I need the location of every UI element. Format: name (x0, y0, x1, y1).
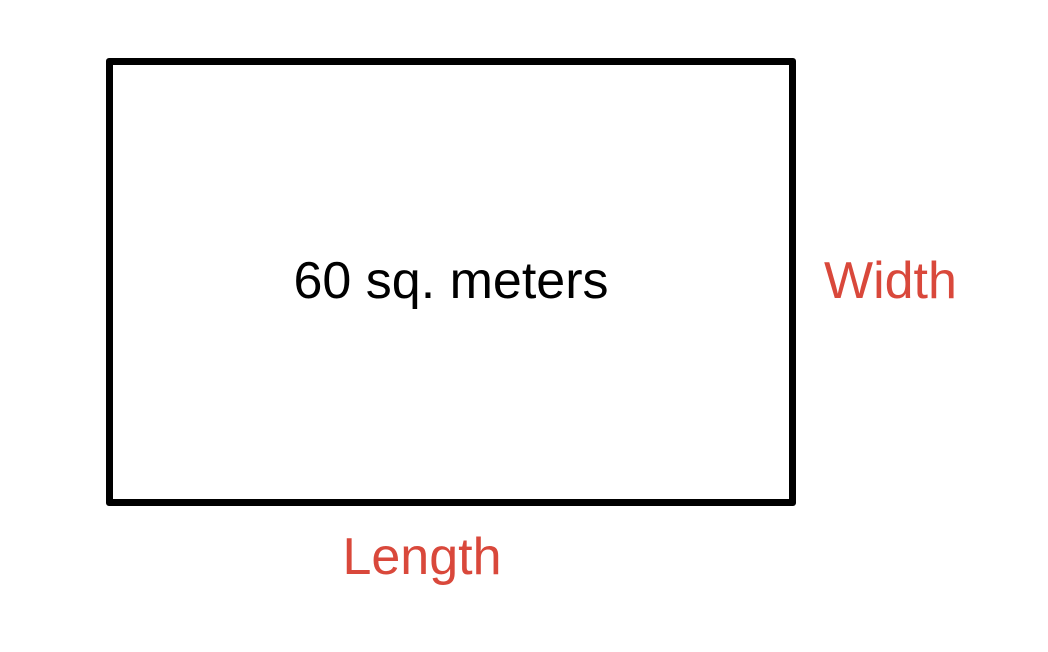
area-label: 60 sq. meters (293, 252, 609, 310)
rectangle-outline (106, 58, 796, 506)
width-label: Width (824, 252, 957, 310)
length-label: Length (342, 528, 502, 586)
